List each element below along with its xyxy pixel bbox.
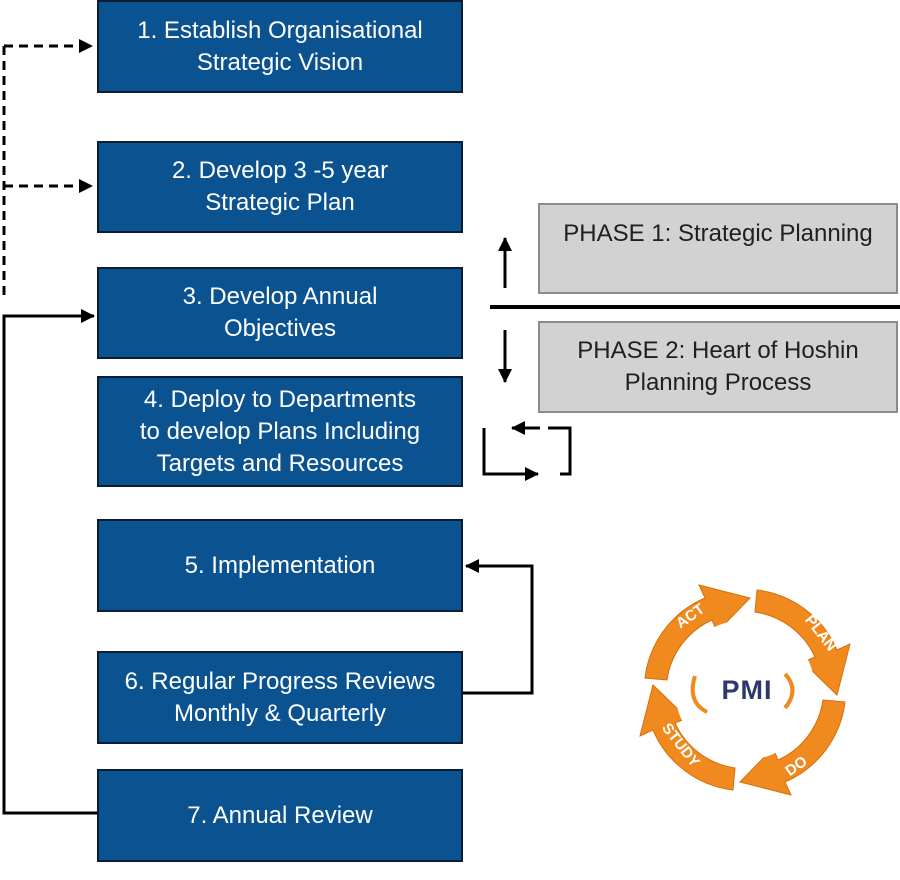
step-7-line-1: 7. Annual Review	[187, 801, 373, 829]
step-5-line-1: 5. Implementation	[184, 551, 376, 579]
step-1-box: 1. Establish Organisational Strategic Vi…	[97, 0, 463, 93]
study-arc-arrow	[639, 684, 736, 791]
pmi-right-swoosh	[783, 672, 795, 710]
phase-2-line-1: PHASE 2: Heart of Hoshin	[577, 337, 859, 364]
pmi-center-circle	[675, 620, 815, 760]
phase-2-box: PHASE 2: Heart of Hoshin Planning Proces…	[538, 321, 898, 413]
step-3-line-2: Objectives	[223, 315, 337, 342]
phase-1-line-1: PHASE 1: Strategic Planning	[563, 220, 873, 247]
annual-review-loop-line	[2, 309, 97, 815]
step-5-box: 5. Implementation	[97, 519, 463, 612]
step-4-line-1: 4. Deploy to Departments	[143, 385, 417, 413]
do-arc-arrow	[739, 699, 846, 796]
step-6-line-2: Monthly & Quarterly	[173, 699, 387, 727]
review-to-implementation-line	[463, 559, 534, 695]
step-7-box: 7. Annual Review	[97, 769, 463, 862]
step-3-line-1: 3. Develop Annual	[182, 283, 378, 310]
step-2-line-1: 2. Develop 3 -5 year	[171, 157, 389, 184]
step-1-line-2: Strategic Vision	[196, 48, 364, 76]
step-6-box: 6. Regular Progress Reviews Monthly & Qu…	[97, 651, 463, 744]
step-4-box: 4. Deploy to Departments to develop Plan…	[97, 376, 463, 487]
act-arc-arrow	[644, 584, 751, 681]
plan-arc-arrow	[754, 589, 851, 696]
pmi-left-swoosh	[690, 675, 708, 714]
step-2-line-2: Strategic Plan	[205, 189, 355, 216]
dashed-feedback-lines	[2, 39, 93, 300]
step-2-box: 2. Develop 3 -5 year Strategic Plan	[97, 141, 463, 233]
step-6-line-1: 6. Regular Progress Reviews	[124, 667, 436, 695]
pmi-logo-text: PMI	[721, 674, 773, 705]
step-4-line-2: to develop Plans Including	[139, 417, 421, 445]
step-4-line-3: Targets and Resources	[156, 449, 404, 477]
phase-1-box: PHASE 1: Strategic Planning	[538, 203, 898, 294]
step-3-box: 3. Develop Annual Objectives	[97, 267, 463, 359]
step-1-line-1: 1. Establish Organisational	[137, 16, 423, 44]
cycle-loop-icon	[482, 421, 572, 481]
phase-2-line-2: Planning Process	[624, 369, 812, 396]
